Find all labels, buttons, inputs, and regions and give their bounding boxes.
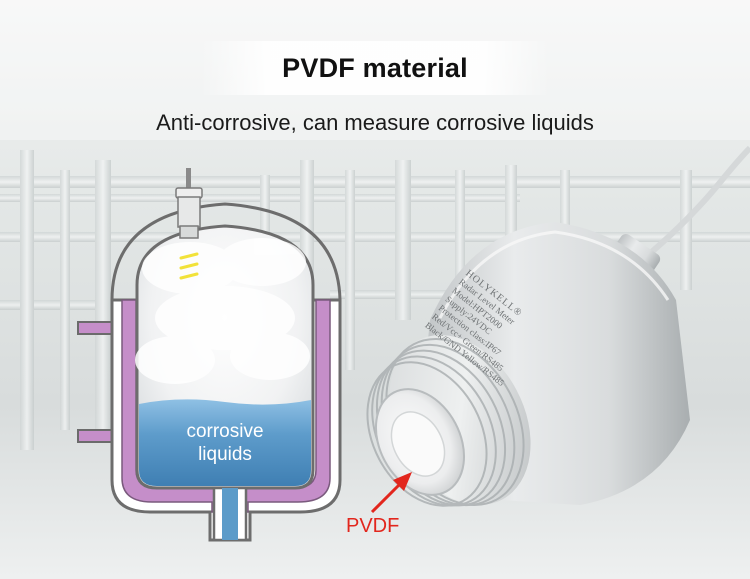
title-banner-bg xyxy=(200,41,550,95)
sensor-cable xyxy=(638,145,750,265)
title-banner: PVDF material xyxy=(205,41,545,95)
pvdf-callout-label: PVDF xyxy=(346,515,400,537)
subtitle: Anti-corrosive, can measure corrosive li… xyxy=(156,110,594,135)
page-title: PVDF material xyxy=(282,52,468,83)
tank-label-line1: corrosive xyxy=(186,421,264,442)
tank-label-line2: liquids xyxy=(198,444,252,465)
sensor-product xyxy=(366,222,690,507)
pvdf-pointer-arrow xyxy=(370,472,412,514)
steam xyxy=(135,238,310,384)
tank-diagram xyxy=(77,168,342,542)
radar-wave-icon xyxy=(179,252,199,280)
